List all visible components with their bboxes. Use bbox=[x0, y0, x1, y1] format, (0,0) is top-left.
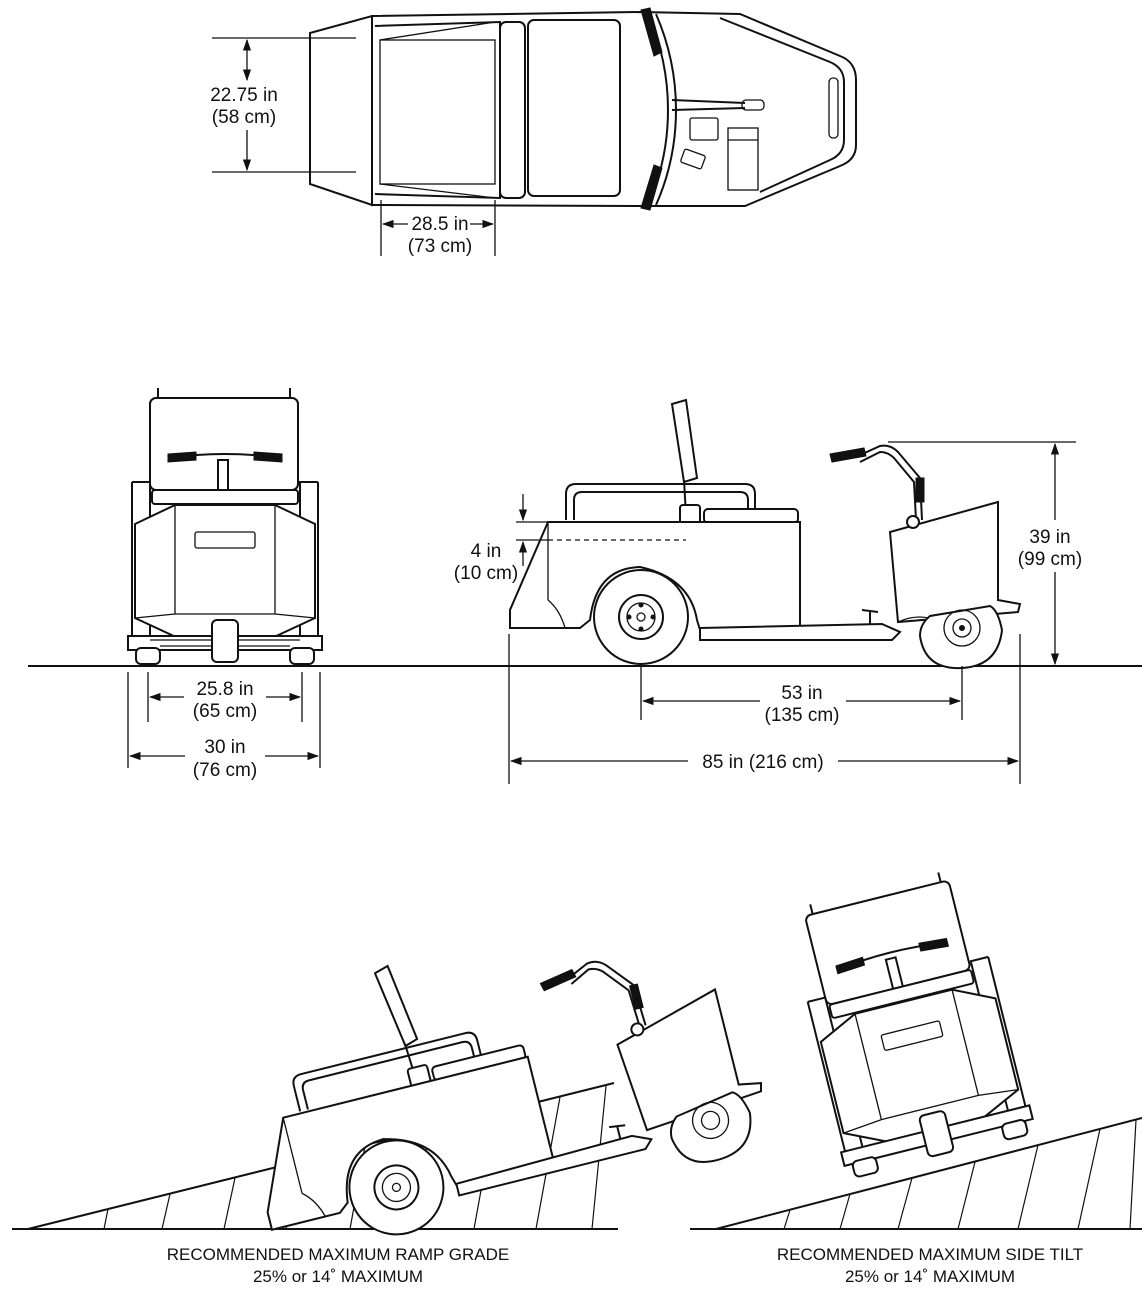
top-view-left-grip bbox=[640, 7, 663, 57]
tilt-caption-line2: 25% or 14˚ MAXIMUM bbox=[845, 1267, 1015, 1286]
ramp-view: RECOMMENDED MAXIMUM RAMP GRADE 25% or 14… bbox=[12, 960, 763, 1286]
side-view-seat-cushion bbox=[703, 508, 799, 524]
top-view-step bbox=[727, 127, 759, 191]
rear-view-seat-back bbox=[149, 397, 299, 491]
ramp-vehicle bbox=[266, 960, 763, 1236]
top-view-width-dim-metric: (58 cm) bbox=[212, 107, 276, 128]
side-view-tiller bbox=[857, 444, 923, 521]
rear-view-outer-width-dim: 30 in bbox=[204, 737, 245, 758]
side-view-height-dim: 39 in bbox=[1029, 527, 1070, 548]
top-view-cargo-bed bbox=[379, 39, 496, 185]
side-view-wheelbase-dim: 53 in bbox=[781, 683, 822, 704]
top-view-seat-dim: 28.5 in bbox=[411, 214, 468, 235]
top-view-seat-dim-metric: (73 cm) bbox=[408, 236, 472, 257]
rear-view-right-tire bbox=[289, 647, 315, 665]
rear-view-inner-width-dim-metric: (65 cm) bbox=[193, 701, 257, 722]
top-view-front-cowl bbox=[719, 17, 845, 193]
top-view-width-dim: 22.75 in bbox=[210, 85, 278, 106]
rear-view-left-tire bbox=[135, 647, 161, 665]
side-view-height-dim-metric: (99 cm) bbox=[1018, 549, 1082, 570]
rear-view-outer-width-dim-metric: (76 cm) bbox=[193, 760, 257, 781]
rear-view-body bbox=[134, 504, 316, 639]
tilt-view: RECOMMENDED MAXIMUM SIDE TILT 25% or 14˚… bbox=[690, 872, 1142, 1286]
rear-view: 25.8 in (65 cm) 30 in (76 cm) bbox=[127, 388, 323, 781]
side-view-body bbox=[509, 521, 801, 632]
side-view-step-height-dim: 4 in bbox=[471, 541, 502, 562]
side-view: 4 in (10 cm) 39 in (99 cm) 53 in (135 cm… bbox=[454, 398, 1082, 784]
side-view-front-wheel bbox=[918, 604, 1004, 670]
ramp-caption-line1: RECOMMENDED MAXIMUM RAMP GRADE bbox=[167, 1245, 510, 1264]
tilt-vehicle bbox=[805, 872, 1034, 1178]
side-view-rear-wheel bbox=[593, 569, 689, 665]
top-view-seat bbox=[499, 21, 526, 199]
top-view-rear-bumper bbox=[309, 14, 373, 207]
side-view-grip bbox=[829, 447, 867, 463]
rear-view-right-grip bbox=[253, 451, 283, 463]
top-view-control-panel bbox=[689, 117, 719, 141]
rear-view-inner-width-dim: 25.8 in bbox=[196, 679, 253, 700]
tilt-caption-line1: RECOMMENDED MAXIMUM SIDE TILT bbox=[777, 1245, 1083, 1264]
side-view-step-height-dim-metric: (10 cm) bbox=[454, 563, 518, 584]
top-view-seat-cushion bbox=[527, 19, 621, 197]
side-view-floor bbox=[699, 622, 902, 641]
top-view-headlight bbox=[828, 77, 839, 139]
top-view-right-grip bbox=[640, 164, 663, 211]
rear-view-license-plate bbox=[194, 531, 256, 549]
rear-view-left-grip bbox=[167, 451, 197, 463]
ramp-caption-line2: 25% or 14˚ MAXIMUM bbox=[253, 1267, 423, 1286]
rear-view-center-post bbox=[211, 619, 239, 663]
tilt-slope bbox=[715, 1117, 1142, 1230]
side-view-seat-back bbox=[670, 398, 699, 484]
side-view-seat-rail bbox=[565, 483, 756, 520]
side-view-length-dim: 85 in (216 cm) bbox=[702, 752, 823, 773]
tilt-hatching bbox=[783, 1119, 1137, 1230]
top-view: 22.75 in (58 cm) 28.5 in (73 cm) bbox=[210, 7, 857, 257]
side-view-wheelbase-dim-metric: (135 cm) bbox=[765, 705, 840, 726]
